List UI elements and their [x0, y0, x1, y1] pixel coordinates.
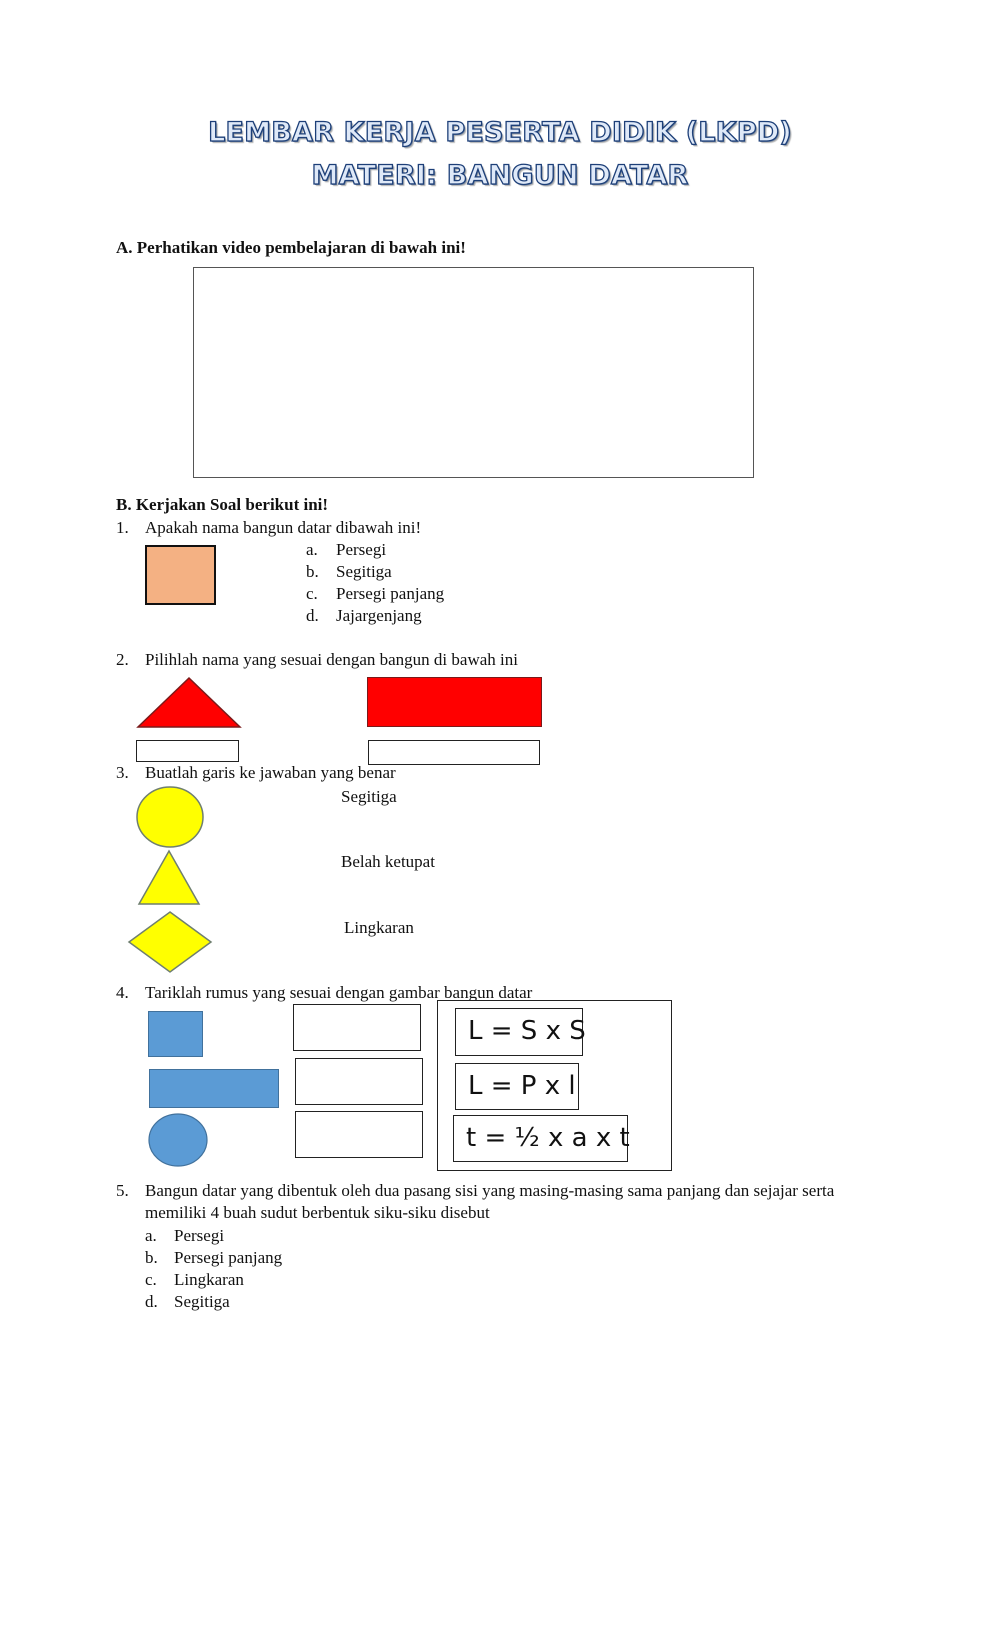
q1-option-b[interactable]: Segitiga — [336, 562, 392, 581]
blue-rectangle-shape — [149, 1069, 279, 1108]
q1-option-d[interactable]: Jajargenjang — [336, 606, 422, 625]
section-a-heading: A. Perhatikan video pembelajaran di bawa… — [116, 238, 466, 257]
answer-belah-ketupat[interactable]: Belah ketupat — [341, 852, 435, 871]
question-4-number: 4. — [116, 983, 129, 1002]
formula-drop-box-1[interactable] — [293, 1004, 421, 1051]
question-1-number: 1. — [116, 518, 129, 537]
page-subtitle: MATERI: BANGUN DATAR — [311, 159, 689, 191]
q1-option-d-letter: d. — [306, 606, 319, 625]
answer-box-triangle[interactable] — [136, 740, 239, 762]
question-5-text-line-1: Bangun datar yang dibentuk oleh dua pasa… — [145, 1181, 835, 1200]
question-2-text: Pilihlah nama yang sesuai dengan bangun … — [145, 650, 518, 669]
yellow-triangle-shape — [137, 849, 201, 905]
q1-option-c-letter: c. — [306, 584, 318, 603]
q5-option-b[interactable]: Persegi panjang — [174, 1248, 283, 1267]
red-triangle-shape — [136, 676, 242, 728]
question-2-number: 2. — [116, 650, 129, 669]
square-shape — [145, 545, 216, 605]
formula-persegi[interactable]: L = S x S — [455, 1008, 586, 1056]
q1-option-a-letter: a. — [306, 540, 318, 559]
yellow-circle-shape — [136, 786, 204, 848]
question-3-number: 3. — [116, 763, 129, 782]
yellow-rhombus-shape — [127, 911, 213, 973]
question-3-text: Buatlah garis ke jawaban yang benar — [145, 763, 396, 782]
question-1-text: Apakah nama bangun datar dibawah ini! — [145, 518, 422, 537]
answer-segitiga[interactable]: Segitiga — [341, 787, 397, 806]
q1-option-c[interactable]: Persegi panjang — [336, 584, 445, 603]
blue-square-shape — [148, 1011, 203, 1057]
question-5-number: 5. — [116, 1181, 129, 1200]
q5-option-d-letter: d. — [145, 1292, 158, 1311]
formula-drop-box-3[interactable] — [295, 1111, 423, 1158]
red-rectangle-shape — [367, 677, 542, 727]
q5-option-b-letter: b. — [145, 1248, 158, 1267]
formula-persegi-panjang[interactable]: L = P x l — [455, 1063, 579, 1110]
question-5-text-line-2: memiliki 4 buah sudut berbentuk siku-sik… — [145, 1203, 490, 1222]
q5-option-c-letter: c. — [145, 1270, 157, 1289]
formula-segitiga[interactable]: t = ½ x a x t — [453, 1115, 630, 1162]
q1-option-a[interactable]: Persegi — [336, 540, 387, 559]
q5-option-c[interactable]: Lingkaran — [174, 1270, 244, 1289]
q1-option-b-letter: b. — [306, 562, 319, 581]
q5-option-a[interactable]: Persegi — [174, 1226, 225, 1245]
answer-lingkaran[interactable]: Lingkaran — [344, 918, 414, 937]
formula-drop-box-2[interactable] — [295, 1058, 423, 1105]
q5-option-d[interactable]: Segitiga — [174, 1292, 230, 1311]
q5-option-a-letter: a. — [145, 1226, 157, 1245]
video-embed[interactable] — [193, 267, 754, 478]
blue-circle-shape — [148, 1113, 208, 1167]
page-title: LEMBAR KERJA PESERTA DIDIK (LKPD) — [207, 116, 792, 148]
answer-box-rectangle[interactable] — [368, 740, 540, 765]
question-4-text: Tariklah rumus yang sesuai dengan gambar… — [145, 983, 533, 1002]
section-b-heading: B. Kerjakan Soal berikut ini! — [116, 495, 329, 514]
